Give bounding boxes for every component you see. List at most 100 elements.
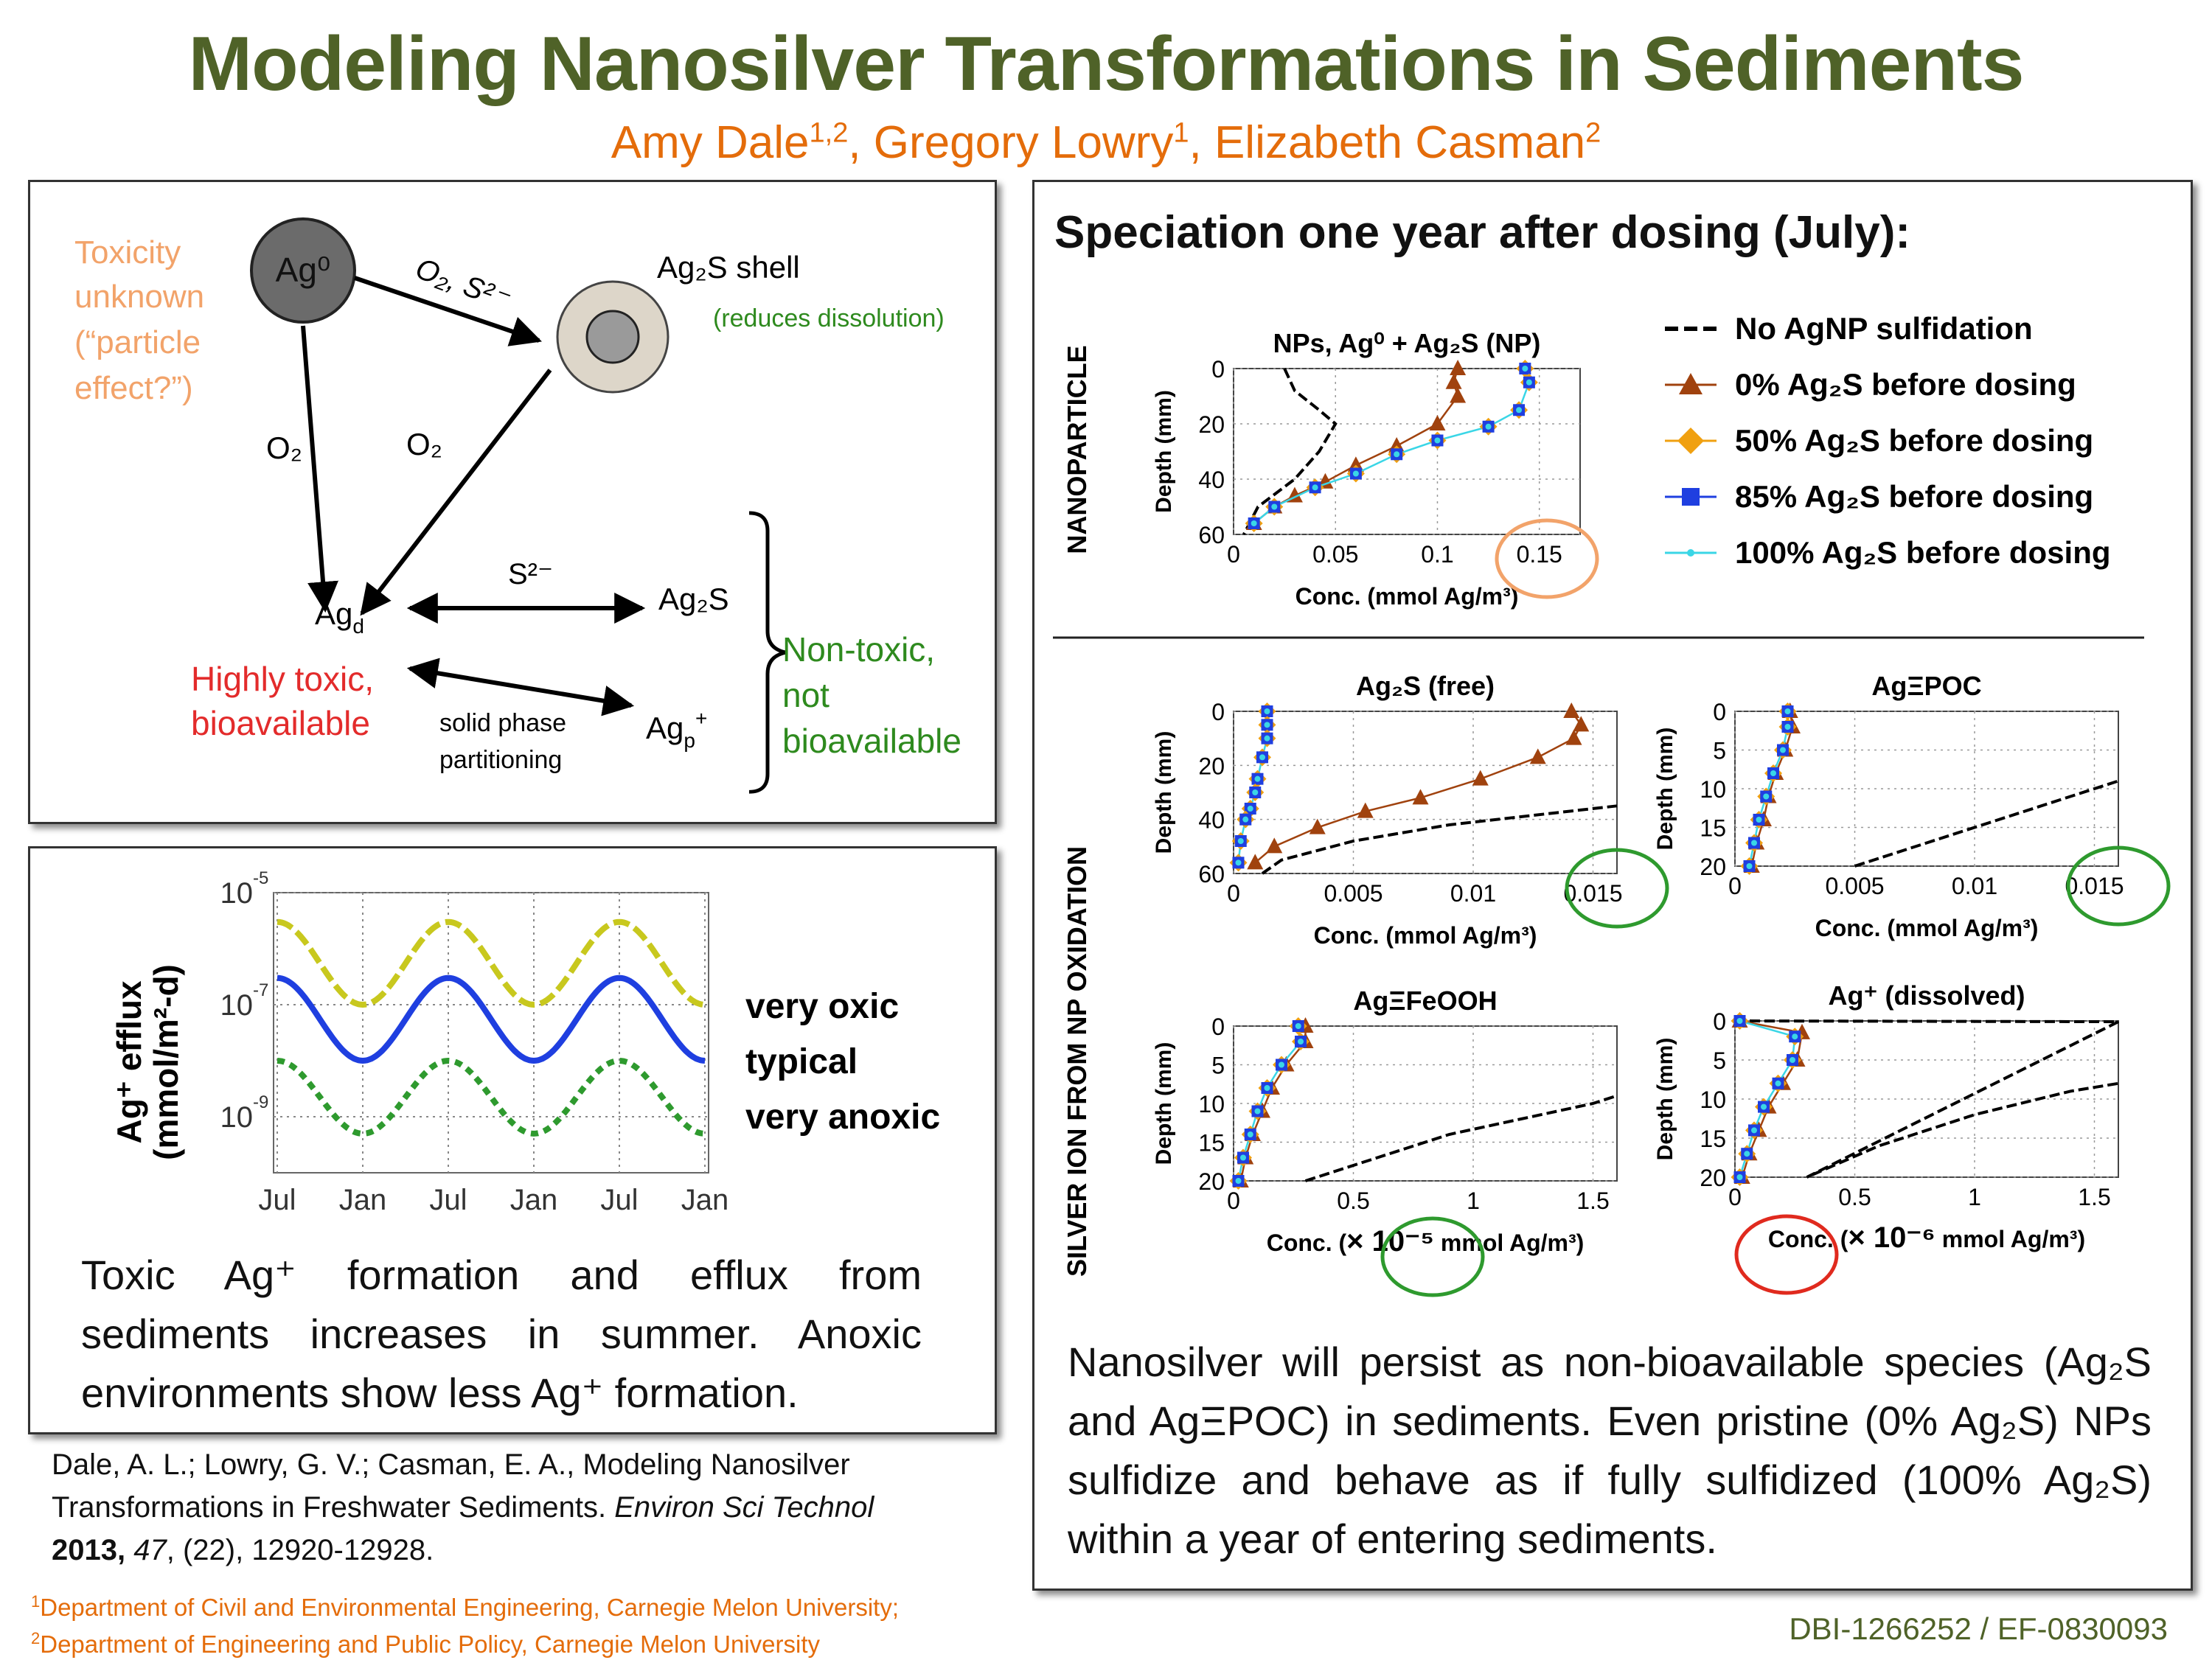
- series-line-1: [1254, 711, 1582, 864]
- efflux-xtick: Jul: [600, 1184, 638, 1216]
- author-line: Amy Dale1,2, Gregory Lowry1, Elizabeth C…: [611, 117, 1601, 168]
- agp-label: Agp+: [646, 707, 707, 752]
- plot-ytick: 15: [1198, 1130, 1225, 1157]
- efflux-ytick-exp: -5: [253, 868, 268, 888]
- citation: Dale, A. L.; Lowry, G. V.; Casman, E. A.…: [52, 1448, 874, 1566]
- plot-xtick: 0.05: [1312, 541, 1358, 568]
- efflux-xtick: Jul: [258, 1184, 296, 1216]
- marker-0pct: [1412, 789, 1429, 805]
- marker-100pct: [1784, 708, 1791, 714]
- highlight-circle: [1734, 1214, 1839, 1295]
- efflux-summary: Toxic Ag⁺ formation and efflux from sedi…: [81, 1252, 922, 1416]
- marker-100pct: [1751, 840, 1757, 846]
- plot-xtick: 0.015: [1563, 880, 1622, 907]
- plot-ytick: 20: [1198, 753, 1225, 779]
- plot-xtick: 1.5: [1576, 1188, 1609, 1214]
- plot-ytick: 20: [1198, 411, 1225, 438]
- side-label-silver-ion: SILVER ION FROM NP OXIDATION: [1062, 846, 1092, 1277]
- plot-ytick: 0: [1713, 699, 1726, 725]
- highly-toxic-label-2: bioavailable: [191, 704, 370, 742]
- marker-100pct: [1279, 1061, 1284, 1068]
- author-1: Amy Dale1,2: [611, 117, 849, 168]
- plot-xlabel: Conc. (× 10⁻⁶ mmol Ag/m³): [1768, 1221, 2085, 1254]
- efflux-ytick: 10: [220, 877, 254, 910]
- marker-100pct: [1775, 1080, 1781, 1087]
- marker-100pct: [1526, 379, 1532, 386]
- plot-xlabel: Conc. (mmol Ag/m³): [1815, 915, 2039, 941]
- plot-ytick: 5: [1713, 738, 1726, 764]
- toxicity-note-1: Toxicity: [74, 234, 181, 271]
- series-no-sulfidation: [1734, 1019, 2119, 1179]
- plot-ytick: 5: [1713, 1047, 1726, 1074]
- plot-ylabel: Depth (mm): [1653, 1038, 1677, 1161]
- plot-xlabel: Conc. (mmol Ag/m³): [1314, 922, 1537, 949]
- legend-marker-triangle: [1679, 373, 1703, 394]
- plot-title: NPs, Ag⁰ + Ag₂S (NP): [1273, 328, 1541, 358]
- series-line-2: [1253, 368, 1531, 524]
- non-toxic-label-2: not: [782, 676, 830, 714]
- o2-s2-label: O₂, S²⁻: [411, 252, 515, 316]
- ag0-particle: [250, 217, 356, 324]
- marker-100pct: [1252, 789, 1259, 795]
- marker-100pct: [1394, 451, 1400, 458]
- marker-100pct: [1751, 1127, 1757, 1134]
- series-no-sulfidation: [1854, 779, 2119, 868]
- shell-note: (reduces dissolution): [713, 304, 945, 332]
- plot-ytick: 20: [1700, 854, 1726, 880]
- plot-ytick: 0: [1211, 356, 1225, 383]
- legend-label-3: 85% Ag₂S before dosing: [1735, 479, 2093, 514]
- marker-100pct: [1271, 503, 1278, 510]
- series-no-sulfidation: [1261, 804, 1618, 875]
- plot-ytick: 60: [1198, 522, 1225, 548]
- marker-100pct: [1237, 838, 1244, 844]
- efflux-xtick: Jan: [681, 1184, 729, 1216]
- plot-ytick: 10: [1700, 776, 1726, 803]
- plot-xtick: 0.005: [1324, 880, 1382, 907]
- efflux-xtick: Jul: [429, 1184, 467, 1216]
- plot-ytick: 15: [1700, 1126, 1726, 1152]
- legend-marker-square: [1682, 488, 1700, 506]
- speciation-summary: Nanosilver will persist as non-bioavaila…: [1068, 1339, 2152, 1562]
- ag2s-label: Ag₂S: [658, 582, 729, 616]
- plot-xtick: 0: [1227, 541, 1240, 568]
- efflux-series-typical: [276, 974, 706, 1064]
- poster-title: Modeling Nanosilver Transformations in S…: [188, 21, 2025, 107]
- schematic-panel: Ag⁰ O₂, S²⁻ Ag₂S shell (reduces dissolut…: [28, 180, 997, 824]
- marker-100pct: [1247, 1131, 1253, 1137]
- author-3: Elizabeth Casman2: [1214, 117, 1601, 168]
- efflux-ytick-exp: -9: [253, 1092, 268, 1112]
- marker-0pct: [1450, 387, 1467, 403]
- ag2s-shell-label: Ag₂S shell: [657, 250, 800, 285]
- agd-label: Agd+: [315, 593, 376, 638]
- speciation-panel: [1032, 180, 2193, 1591]
- legend-label-1: 0% Ag₂S before dosing: [1735, 367, 2076, 402]
- speciation-charts: NANOPARTICLE SILVER ION FROM NP OXIDATIO…: [1053, 311, 2171, 1297]
- marker-100pct: [1736, 1018, 1743, 1024]
- marker-0pct: [1357, 802, 1374, 818]
- plot-xtick: 0.005: [1825, 873, 1884, 899]
- marker-0pct: [1472, 770, 1489, 786]
- affiliation-1: 1Department of Civil and Environmental E…: [31, 1592, 899, 1621]
- solid-phase-label-2: partitioning: [439, 746, 562, 774]
- affiliation-2: 2Department of Engineering and Public Po…: [31, 1629, 821, 1658]
- o2-left-label: O₂: [266, 430, 302, 465]
- plot-ylabel: Depth (mm): [1152, 1042, 1176, 1165]
- marker-100pct: [1744, 1151, 1750, 1157]
- legend-very-oxic: very oxic: [745, 987, 899, 1026]
- marker-100pct: [1763, 793, 1770, 800]
- plot-ytick: 0: [1211, 699, 1225, 725]
- plot-ytick: 0: [1211, 1014, 1225, 1040]
- series-no-sulfidation: [1242, 368, 1338, 535]
- marker-0pct: [1450, 360, 1467, 375]
- toxicity-note-2: unknown: [74, 279, 204, 315]
- marker-100pct: [1736, 1174, 1743, 1180]
- legend-marker-diamond: [1677, 428, 1704, 454]
- marker-100pct: [1352, 470, 1359, 477]
- marker-100pct: [1240, 1154, 1246, 1161]
- marker-0pct: [1529, 748, 1546, 764]
- plot-title: Ag₂S (free): [1356, 671, 1495, 701]
- plot-xtick: 0.01: [1450, 880, 1496, 907]
